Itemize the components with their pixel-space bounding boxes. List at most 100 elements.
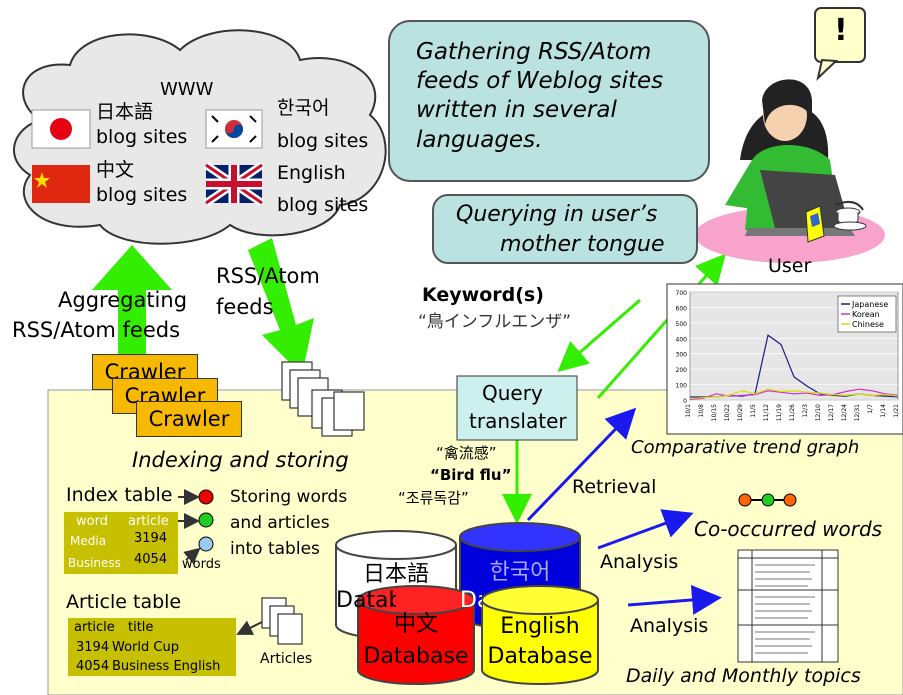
storing-text-3: into tables <box>230 539 320 559</box>
chinese-sites-label: blog sites <box>96 184 188 206</box>
aggregating-label-2: RSS/Atom feeds <box>12 318 181 342</box>
article-row1-id: 3194 <box>76 640 110 655</box>
y-tick-label: 100 <box>676 383 688 390</box>
chinese-database-shape <box>357 585 475 685</box>
rss-feeds-label-1: RSS/Atom <box>216 264 320 288</box>
legend-label: Korean <box>852 310 880 319</box>
korean-lang-label: 한국어 <box>277 97 330 119</box>
user-exclaim: ! <box>834 13 848 48</box>
x-tick-label: 1/14 <box>880 404 887 418</box>
analysis-arrow-2 <box>627 584 722 615</box>
y-tick-label: 400 <box>676 336 688 343</box>
translation-chinese: “禽流感” <box>436 444 497 462</box>
analysis-label-1: Analysis <box>600 551 679 573</box>
english-database-shape <box>481 585 599 685</box>
red-word-icon <box>198 489 214 505</box>
x-tick-label: 1/21 <box>893 404 900 418</box>
article-table-title: Article table <box>66 591 182 613</box>
x-tick-label: 11/5 <box>750 404 757 418</box>
query-translater-box <box>456 375 578 441</box>
user-query-arrow <box>596 253 726 399</box>
korean-sites-label: blog sites <box>277 130 369 152</box>
query-translater-line2: translater <box>469 409 567 433</box>
index-row2-article: 4054 <box>134 552 168 567</box>
uk-flag-icon <box>203 161 265 207</box>
x-tick-label: 10/29 <box>737 404 744 421</box>
user-label: User <box>768 255 812 277</box>
gathering-bubble: Gathering RSS/Atom feeds of Weblog sites… <box>388 20 710 182</box>
japanese-lang-label: 日本語 <box>96 101 154 123</box>
x-tick-label: 10/15 <box>711 404 718 421</box>
user-illustration <box>695 79 885 263</box>
x-tick-label: 11/19 <box>776 404 783 421</box>
green-word-icon <box>198 512 214 528</box>
china-flag-icon <box>32 165 90 203</box>
index-table-title: Index table <box>66 484 173 506</box>
index-row1-article: 3194 <box>134 531 168 546</box>
www-cloud <box>13 29 387 245</box>
x-tick-label: 10/8 <box>698 404 705 418</box>
index-row1-word: Media <box>70 534 107 548</box>
words-label: words <box>182 557 221 572</box>
article-row2-title: Business English <box>112 659 221 674</box>
index-table: word article Media 3194 Business 4054 <box>64 512 178 574</box>
retrieval-label: Retrieval <box>572 476 657 498</box>
article-header-title: title <box>128 620 154 635</box>
japan-flag-icon <box>31 109 91 149</box>
y-tick-label: 300 <box>676 352 688 359</box>
article-table: article title 3194 World Cup 4054 Busine… <box>68 618 236 676</box>
articles-label: Articles <box>260 651 313 667</box>
x-tick-label: 12/10 <box>815 404 822 421</box>
y-tick-label: 600 <box>676 305 688 312</box>
article-header-article: article <box>74 620 115 635</box>
y-tick-label: 700 <box>676 290 688 297</box>
gathering-text: Gathering RSS/Atom feeds of Weblog sites… <box>416 39 664 153</box>
analysis-label-2: Analysis <box>630 615 709 637</box>
chinese-lang-label: 中文 <box>96 159 135 181</box>
daily-monthly-label: Daily and Monthly topics <box>626 665 861 687</box>
english-sites-label: blog sites <box>277 194 369 216</box>
www-label: WWW <box>160 79 214 100</box>
translation-english: “Bird flu” <box>430 466 512 484</box>
storing-text-1: Storing words <box>230 487 348 507</box>
trend-graph-label: Comparative trend graph <box>631 437 860 458</box>
article-row2-id: 4054 <box>76 659 110 674</box>
english-db-line1: English <box>500 614 580 639</box>
rss-feeds-label-2: feeds <box>216 295 274 319</box>
query-translater-line1: Query <box>482 381 543 405</box>
index-header-word: word <box>76 514 108 529</box>
query-bubble: Querying in user’s mother tongue <box>432 194 698 264</box>
keyword-arrow <box>557 298 641 372</box>
y-tick-label: 500 <box>676 321 688 328</box>
indexing-label: Indexing and storing <box>132 448 349 472</box>
y-tick-label: 200 <box>676 367 688 374</box>
x-tick-label: 12/3 <box>802 404 809 418</box>
x-tick-label: 11/26 <box>789 404 796 421</box>
query-bubble-line2: mother tongue <box>500 232 665 257</box>
retrieval-arrow <box>526 407 637 522</box>
co-occurred-words-icon <box>738 493 797 507</box>
x-tick-label: 12/17 <box>828 404 835 421</box>
korea-flag-icon <box>205 109 263 149</box>
user-speech-bubble <box>814 7 866 81</box>
storing-text-2: and articles <box>230 513 330 533</box>
series-line-chinese <box>689 388 899 400</box>
x-tick-label: 10/1 <box>685 404 692 418</box>
x-tick-label: 12/31 <box>854 404 861 421</box>
chinese-db-line2: Database <box>363 644 469 669</box>
index-header-article: article <box>128 514 169 529</box>
analysis-arrow-1 <box>597 509 694 550</box>
rss-feeds-arrow <box>248 238 314 375</box>
keyword-label: Keyword(s) <box>422 284 544 306</box>
crawler-box-3: Crawler <box>136 401 242 437</box>
korean-db-line1: 한국어 <box>489 560 551 585</box>
keyword-example: “鳥インフルエンザ” <box>418 312 572 332</box>
index-row2-word: Business <box>68 556 121 570</box>
korean-db-line2: Database <box>460 588 482 613</box>
query-bubble-line1: Querying in user’s <box>456 202 658 227</box>
japanese-sites-label: blog sites <box>96 126 188 148</box>
legend-label: Japanese <box>851 300 888 309</box>
blue-word-icon <box>198 536 214 552</box>
